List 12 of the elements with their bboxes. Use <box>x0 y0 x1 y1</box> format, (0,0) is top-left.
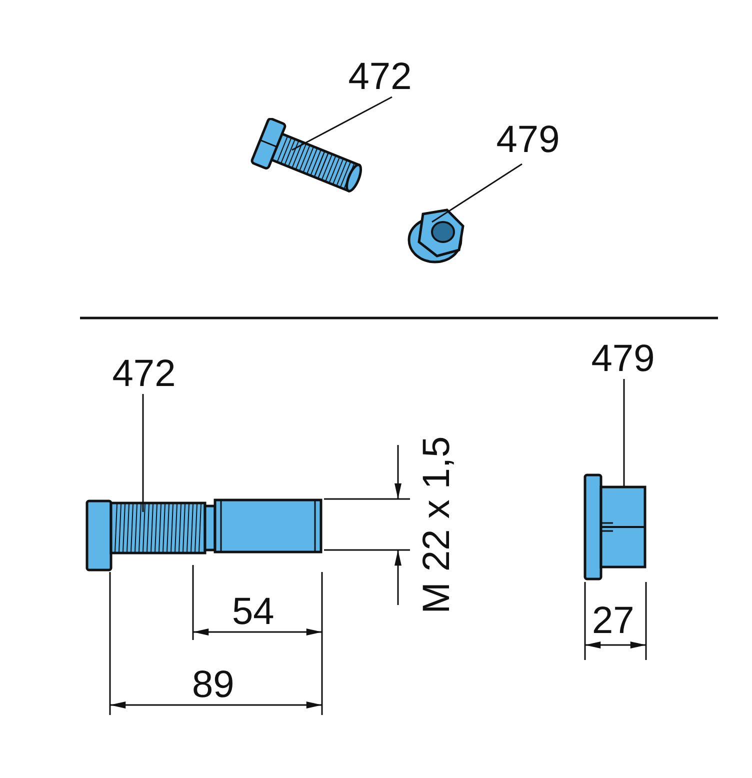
dimension-label: M 22 x 1,5 <box>417 435 457 616</box>
callout-number: 472 <box>340 57 420 97</box>
dimension-label: 89 <box>192 665 234 705</box>
leader-line <box>623 379 625 488</box>
dimension-label: 54 <box>232 592 274 632</box>
leader-line <box>432 163 522 223</box>
leader-line <box>142 394 144 512</box>
callout-number: 479 <box>583 339 663 379</box>
dimension-label: 27 <box>592 601 634 641</box>
leader-line <box>292 96 392 151</box>
callout-number: 472 <box>104 354 184 394</box>
callout-number: 479 <box>488 120 568 160</box>
